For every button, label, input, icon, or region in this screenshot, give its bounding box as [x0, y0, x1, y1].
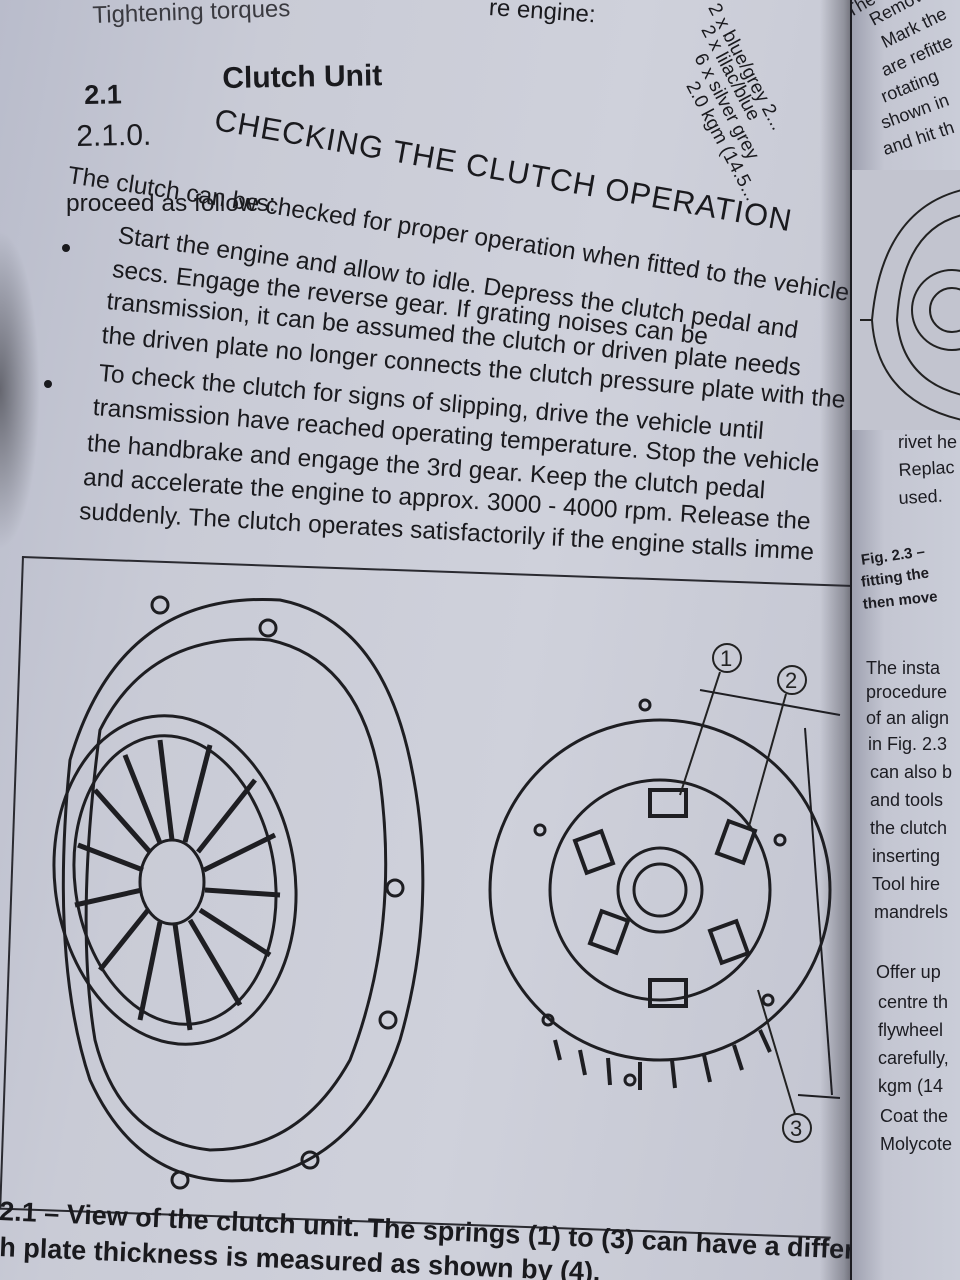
right-mid-line: rivet he: [898, 432, 958, 452]
right-mid-line: used.: [898, 485, 944, 508]
callout-2: 2: [747, 665, 807, 831]
right-para2-line: flywheel: [878, 1020, 944, 1040]
pressure-plate-drawing: [52, 595, 425, 1190]
right-para1-line: and tools: [870, 790, 944, 810]
right-para1-line: Tool hire: [872, 874, 941, 894]
right-para1-line: can also b: [870, 762, 953, 782]
right-fig-caption: then move: [862, 588, 939, 613]
right-para2-line: carefully,: [878, 1048, 949, 1068]
flywheel-figure: [852, 170, 960, 430]
right-fig-caption: fitting the: [860, 564, 931, 591]
right-para1-line: in Fig. 2.3: [868, 734, 948, 754]
right-para1-line: The insta: [866, 658, 941, 678]
right-para1-line: the clutch: [870, 818, 948, 838]
left-page: Tightening torques re engine: 2.1 Clutch…: [0, 0, 850, 1280]
callout-1: 1: [679, 643, 742, 796]
right-para1-line: procedure: [866, 682, 948, 702]
right-para2-line: Molycote: [880, 1134, 953, 1154]
bullet-marker: [62, 244, 70, 252]
right-para2-line: Coat the: [880, 1106, 949, 1126]
right-mid-line: Replac: [898, 457, 956, 480]
callout-1-label: 1: [720, 646, 732, 671]
right-para2-line: centre th: [878, 992, 949, 1012]
right-para1-line: mandrels: [874, 902, 949, 922]
binding-shadow: [0, 230, 40, 550]
right-fig-caption: Fig. 2.3 –: [860, 543, 926, 569]
bullet-marker: [44, 380, 52, 388]
callout-3-label: 3: [790, 1116, 802, 1141]
right-para2-line: Offer up: [876, 962, 941, 982]
right-para2-line: kgm (14: [878, 1076, 944, 1096]
driven-plate-drawing: [488, 689, 841, 1099]
callout-3: 3: [757, 989, 812, 1143]
right-page: The rem Remov Mark the are refitte rotat…: [852, 0, 960, 1280]
intro-line: proceed as follows:: [66, 190, 276, 217]
right-para1-line: of an align: [866, 708, 950, 728]
callout-2-label: 2: [785, 668, 797, 693]
right-para1-line: inserting: [872, 846, 941, 866]
clutch-figure: 1 2 3: [0, 0, 850, 1280]
